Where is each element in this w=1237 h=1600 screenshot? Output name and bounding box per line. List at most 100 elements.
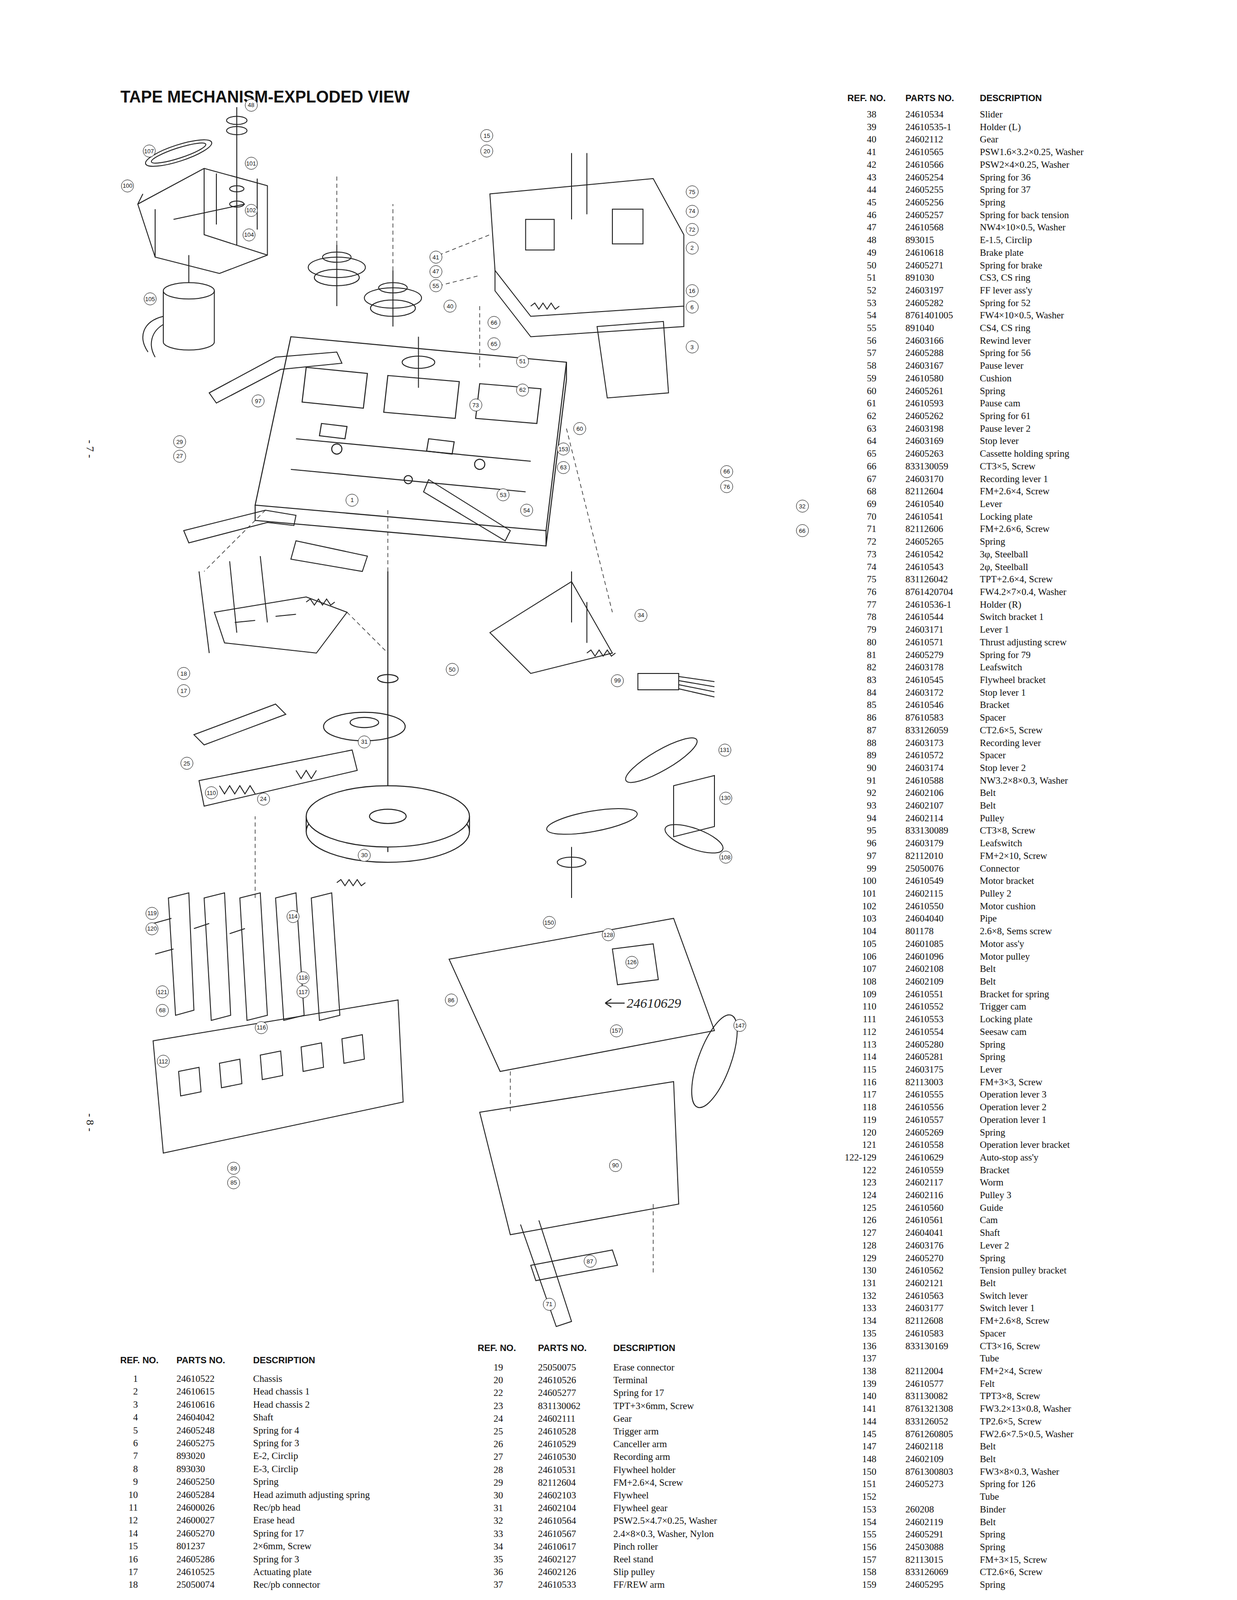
flywheel	[377, 674, 399, 683]
part-description: Spacer	[979, 712, 1006, 724]
part-number: 24602109	[905, 1453, 944, 1465]
chassis	[474, 459, 485, 470]
levers	[489, 581, 613, 675]
part-number: 24610525	[176, 1566, 215, 1579]
flywheel	[306, 786, 470, 848]
ref-number: 80	[866, 636, 877, 648]
callout-number: 157	[610, 1024, 623, 1038]
operation-levers	[311, 893, 340, 1021]
callout-number: 34	[634, 609, 648, 622]
leader-lines	[204, 173, 654, 1277]
part-number: 24602126	[537, 1566, 577, 1579]
part-description: FM+2.6×6, Screw	[979, 523, 1050, 535]
callout-number: 32	[796, 499, 809, 513]
part-description: Spacer	[979, 749, 1006, 762]
ref-number: 62	[866, 410, 877, 422]
part-description: Flywheel holder	[613, 1464, 676, 1476]
ref-number: 102	[862, 900, 877, 912]
callout-number: 147	[733, 1019, 747, 1032]
part-number: 24610580	[905, 372, 944, 384]
connector	[637, 673, 715, 698]
part-description: Flywheel gear	[613, 1502, 668, 1515]
part-description: Tension pulley bracket	[979, 1265, 1067, 1277]
callout-number: 118	[296, 971, 310, 985]
auto-stop-assembly	[530, 1250, 618, 1282]
connector	[637, 673, 679, 690]
callout-number: 130	[719, 792, 733, 805]
ref-number: 112	[862, 1026, 877, 1038]
part-description: Flywheel	[613, 1490, 649, 1502]
part-description: Spring	[979, 1252, 1006, 1264]
ref-number: 52	[866, 284, 877, 296]
part-number: 24610629	[905, 1151, 944, 1164]
ref-number: 97	[866, 850, 877, 862]
callout-number: 126	[625, 956, 639, 969]
part-number: 831130062	[537, 1400, 581, 1412]
part-number: 24603197	[905, 284, 944, 296]
ref-number: 53	[866, 297, 877, 309]
part-description: Erase head	[253, 1515, 295, 1527]
part-description: Cushion	[979, 372, 1012, 384]
part-description: Switch bracket 1	[979, 611, 1044, 623]
callout-number: 2	[685, 241, 699, 255]
chassis	[404, 475, 413, 485]
levers	[199, 556, 268, 654]
ref-number: 28	[493, 1464, 504, 1476]
part-description: Thrust adjusting screw	[979, 636, 1067, 648]
part-number: 24605250	[176, 1476, 215, 1488]
part-description: Spacer	[979, 1327, 1006, 1340]
part-description: Belt	[979, 787, 996, 799]
ref-number: 11	[128, 1502, 138, 1514]
part-number: 893015	[905, 234, 934, 246]
part-number: 831130082	[905, 1390, 949, 1403]
ref-number: 103	[862, 913, 877, 925]
part-number: 82112604	[905, 485, 944, 498]
part-description: Recording lever	[979, 737, 1042, 749]
callout-number: 89	[227, 1162, 240, 1175]
part-description: Lever	[979, 498, 1003, 510]
motor-assembly	[226, 126, 248, 135]
callout-number: 75	[685, 185, 699, 199]
part-number: 24605288	[905, 347, 944, 359]
ref-number: 72	[866, 536, 877, 548]
chassis	[255, 362, 567, 547]
part-number: 24610557	[905, 1114, 944, 1126]
callout-number: 54	[520, 503, 533, 517]
reel-pulleys	[364, 288, 422, 309]
levers	[183, 510, 297, 543]
part-number: 24610531	[537, 1464, 577, 1476]
levers	[290, 541, 368, 573]
part-number: 833126052	[905, 1415, 949, 1428]
part-number: 8761401005	[905, 309, 954, 322]
motor-assembly	[236, 107, 238, 245]
part-description: Spring for back tension	[979, 209, 1070, 221]
ref-number: 133	[862, 1302, 877, 1315]
part-number: 24610533	[537, 1579, 577, 1591]
part-description: Operation lever 3	[979, 1089, 1047, 1101]
part-number: 24605277	[537, 1387, 577, 1399]
part-number: 24610565	[905, 146, 944, 158]
ref-number: 107	[862, 963, 877, 975]
part-description: Belt	[979, 800, 996, 812]
ref-number: 59	[866, 372, 877, 384]
part-description: Pause cam	[979, 397, 1021, 410]
chassis	[255, 337, 567, 547]
ref-number: 67	[866, 473, 877, 485]
part-description: Belt	[979, 1516, 996, 1528]
ref-number: 49	[866, 246, 877, 259]
part-description: Pinch roller	[613, 1540, 659, 1553]
part-description: Shaft	[253, 1412, 274, 1424]
part-description: Rewind lever	[979, 334, 1032, 347]
ref-number: 8	[133, 1463, 139, 1475]
part-description: FM+2×4, Screw	[979, 1365, 1043, 1378]
handwritten-note: 24610629	[626, 995, 682, 1012]
part-description: Motor bracket	[979, 875, 1035, 887]
callout-number: 51	[516, 355, 529, 368]
ref-number: 114	[862, 1051, 877, 1063]
ref-number: 36	[493, 1566, 504, 1579]
ref-number: 51	[866, 272, 877, 284]
part-description: 3φ, Steelball	[979, 548, 1029, 560]
part-number: 24610560	[905, 1202, 944, 1214]
part-number: 24601096	[905, 950, 944, 963]
